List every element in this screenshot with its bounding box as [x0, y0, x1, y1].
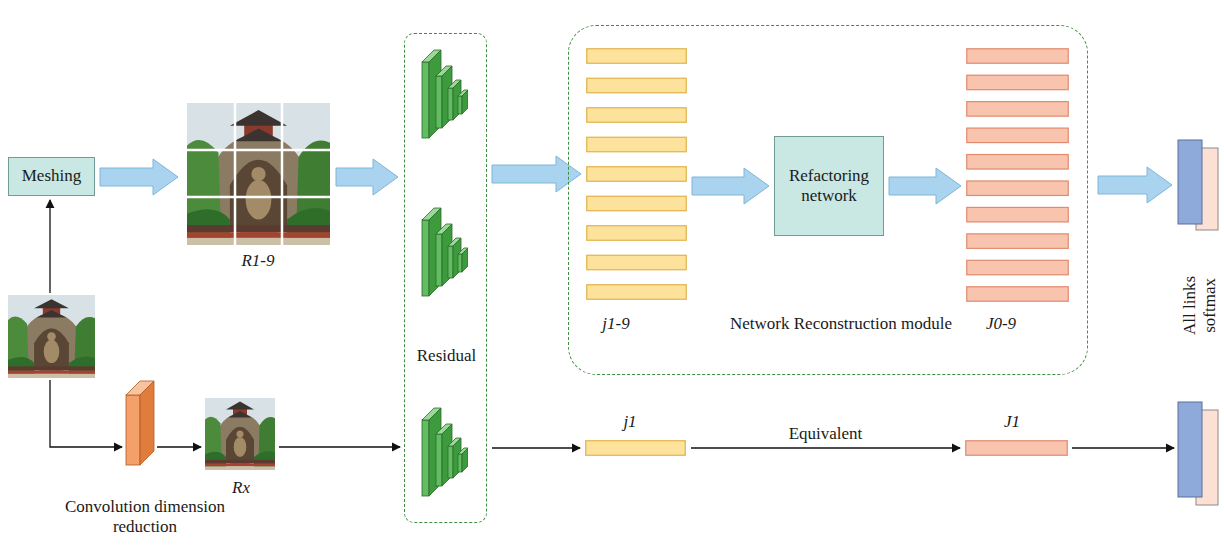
bar-graphic — [966, 48, 1069, 302]
rotated-label: All links softmax — [1180, 266, 1221, 344]
bar-graphic — [965, 440, 1068, 456]
node-heading: Residual — [405, 346, 488, 366]
feature-bar-rect — [587, 255, 687, 270]
feature-bar-rect — [967, 128, 1069, 143]
temple-photo — [205, 398, 275, 470]
feature-bar-rect — [587, 196, 687, 211]
feature-bar-rect — [967, 49, 1069, 64]
residual-block — [422, 208, 468, 296]
mesh-grid — [187, 103, 330, 245]
residual-block — [422, 50, 468, 138]
residual-blocks — [422, 50, 468, 496]
bar-graphic — [585, 440, 686, 456]
block-arrow — [889, 168, 961, 204]
feature-bar-rect — [967, 207, 1069, 222]
flow-lines-part — [1072, 447, 1174, 448]
photo-reduced — [205, 398, 275, 470]
residual-block — [422, 408, 468, 496]
feature-bar: j1 — [585, 440, 686, 456]
process-box: Refactoring network — [774, 136, 884, 236]
flow-lines-part — [49, 200, 50, 293]
box-text: Refactoring network — [781, 166, 877, 207]
feature-bar-rect — [967, 155, 1069, 170]
softmax-blocks-part — [1178, 402, 1202, 497]
block-arrows-part — [1098, 167, 1172, 203]
feature-bar-rect — [586, 441, 686, 456]
conv-slab-part — [126, 395, 140, 465]
photo-original — [8, 295, 95, 378]
node-heading: J0-9 — [971, 314, 1031, 334]
temple-photo — [187, 103, 330, 245]
feature-stack: j1-9 — [586, 48, 687, 300]
connectors — [492, 156, 961, 448]
mesh-grid-part — [187, 196, 330, 199]
block-arrows-part — [100, 159, 178, 195]
feature-stack: J0-9 — [966, 48, 1069, 302]
feature-bar-rect — [967, 181, 1069, 196]
softmax-blocks-part — [1178, 140, 1202, 224]
feature-bar-rect — [967, 287, 1069, 302]
feature-bar-rect — [966, 441, 1068, 456]
feature-bar-rect — [967, 234, 1069, 249]
block-arrow — [692, 168, 769, 204]
feature-bar-rect — [587, 167, 687, 182]
part-label: Rx — [232, 478, 250, 498]
feature-bar-rect — [967, 260, 1069, 275]
node-heading: J1 — [982, 412, 1042, 432]
edge-label: Equivalent — [786, 424, 866, 444]
temple-photo — [8, 295, 95, 378]
feature-bar: J1 — [965, 440, 1068, 456]
part-label: R1-9 — [241, 251, 274, 271]
flow-arrow — [691, 447, 960, 448]
feature-bar-rect — [967, 102, 1069, 117]
conv-slab-part — [140, 381, 154, 465]
flow-lines — [50, 200, 1174, 448]
feature-bar-rect — [587, 108, 687, 123]
flow-lines-part — [279, 446, 400, 447]
part-label: Convolution dimension reduction — [56, 497, 234, 538]
photo-gridded — [187, 103, 330, 245]
feature-bar-rect — [587, 226, 687, 241]
bar-graphic — [586, 48, 687, 300]
flow-arrow — [492, 447, 580, 448]
node-heading: j1 — [600, 412, 660, 432]
mesh-grid-part — [187, 149, 330, 152]
feature-bar-rect — [587, 49, 687, 64]
module-group: Network Reconstruction module j1-9 Refacto… — [568, 25, 1088, 375]
feature-bar-rect — [587, 285, 687, 300]
feature-bar-rect — [587, 137, 687, 152]
residual-group: Residual — [404, 33, 487, 523]
node-heading: Network Reconstruction module — [699, 314, 983, 334]
process-box: Meshing — [8, 157, 95, 196]
flow-lines-part — [157, 446, 201, 447]
feature-bar-rect — [967, 75, 1069, 90]
block-arrows-part — [336, 159, 398, 195]
feature-bar-rect — [587, 78, 687, 93]
flow-lines-part — [50, 380, 122, 447]
conv-slab — [126, 381, 154, 465]
mesh-grid-part — [281, 103, 284, 245]
mesh-grid-part — [234, 103, 237, 245]
box-text: Meshing — [22, 166, 82, 186]
node-heading: j1-9 — [586, 314, 646, 334]
